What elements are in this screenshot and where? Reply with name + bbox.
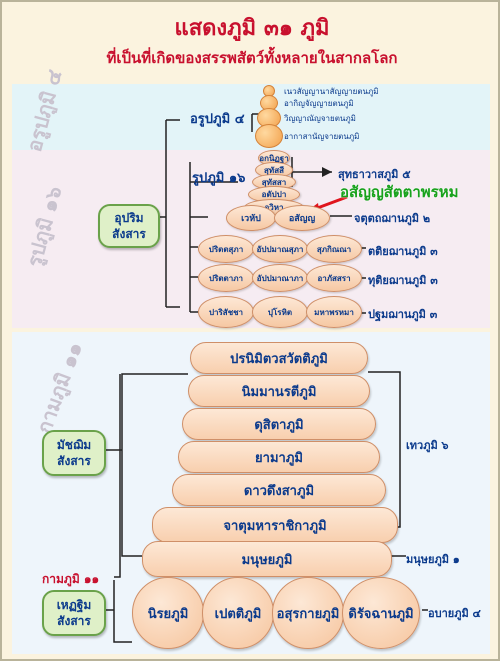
rupa-subhakinha: สุภกิณณา [306,235,362,263]
rupa-vehapphala: เวหัป [226,205,276,231]
second-jhana-label: ทุติยฌานภูมิ ๓ [368,274,438,287]
rupa-appamanabha: อัปปมาณาภา [252,264,308,292]
middle-samsara-box: มัชฌิมสังสาร [42,430,106,476]
rupa-parittasubha: ปริตตสุภา [198,235,254,263]
lower-samsara-line2: สังสาร [57,614,91,628]
arupa-item-4: อากาสานัญจายตนภูมิ [284,132,360,141]
human-label: มนุษยภูมิ ๑ [406,553,460,566]
rupa-mahabrahma: มหาพรหมา [306,296,362,328]
fourth-jhana-label: จตุตถฌานภูมิ ๒ [354,212,431,225]
rupa-purohita: ปุโรหิต [252,296,308,328]
rupa-band [12,150,490,328]
rupa-appamanasubha: อัปปมาณสุภา [252,235,308,263]
deva-yama: ยามาภูมิ [178,441,380,473]
rupa-label: รูปภูมิ ๑๖ [192,171,246,186]
upper-samsara-box: อุปริมสังสาร [98,204,160,248]
kama-left-label: กามภูมิ ๑๑ [42,572,100,586]
deva-paranimmita: ปรนิมิตวสวัตติภูมิ [190,342,368,374]
deva-nimmanarati: นิมมานรตีภูมิ [188,375,370,407]
suddhavasa-label: สุทธาวาสภูมิ ๕ [338,168,411,181]
rupa-parittabha: ปริตตาภา [198,264,254,292]
diagram-subtitle: ที่เป็นที่เกิดของสรรพสัตว์ทั้งหลายในสากล… [106,49,398,67]
rupa-parisajja: ปาริสัชชา [198,296,254,328]
rupa-abhassara: อาภัสสรา [306,264,362,292]
arupa-item-3: วิญญาณัญจายตนภูมิ [284,114,356,123]
arupa-item-2: อากิญจัญญายตนภูมิ [284,99,354,108]
lower-samsara-box: เหฏฐิมสังสาร [42,590,106,636]
deva-tavatimsa: ดาวดึงสาภูมิ [172,474,386,506]
third-jhana-label: ตติยฌานภูมิ ๓ [368,245,438,258]
apaya-peta: เปตติภูมิ [202,577,274,649]
apaya-niraya: นิรยภูมิ [132,577,204,649]
upper-samsara-line2: สังสาร [112,227,146,241]
human-realm: มนุษยภูมิ [142,541,392,577]
arupa-sphere-4 [255,124,283,148]
apaya-label: อบายภูมิ ๔ [428,607,481,620]
arupa-band [12,84,490,150]
lower-samsara-line1: เหฏฐิม [56,598,92,612]
diagram-title: แสดงภูมิ ๓๑ ภูมิ [174,16,330,41]
middle-samsara-line1: มัชฌิม [56,438,92,452]
first-jhana-label: ปฐมฌานภูมิ ๓ [368,308,438,321]
arupa-item-1: เนวสัญญานาสัญญายตนภูมิ [284,87,379,96]
deva-label: เทวภูมิ ๖ [406,439,449,452]
deva-tusita: ดุสิตาภูมิ [182,408,376,440]
rupa-asanna: อสัญญ [274,205,330,231]
apaya-asurakaya: อสุรกายภูมิ [272,577,344,649]
deva-catumaharajika: จาตุมหาราชิกาภูมิ [152,507,398,543]
apaya-tiracchana: ดิรัจฉานภูมิ [342,577,420,649]
arupa-label: อรูปภูมิ ๔ [190,112,245,127]
upper-samsara-line1: อุปริม [114,211,144,225]
middle-samsara-line2: สังสาร [57,454,91,468]
asanna-note: อสัญญสัตตาพรหม [340,183,459,201]
